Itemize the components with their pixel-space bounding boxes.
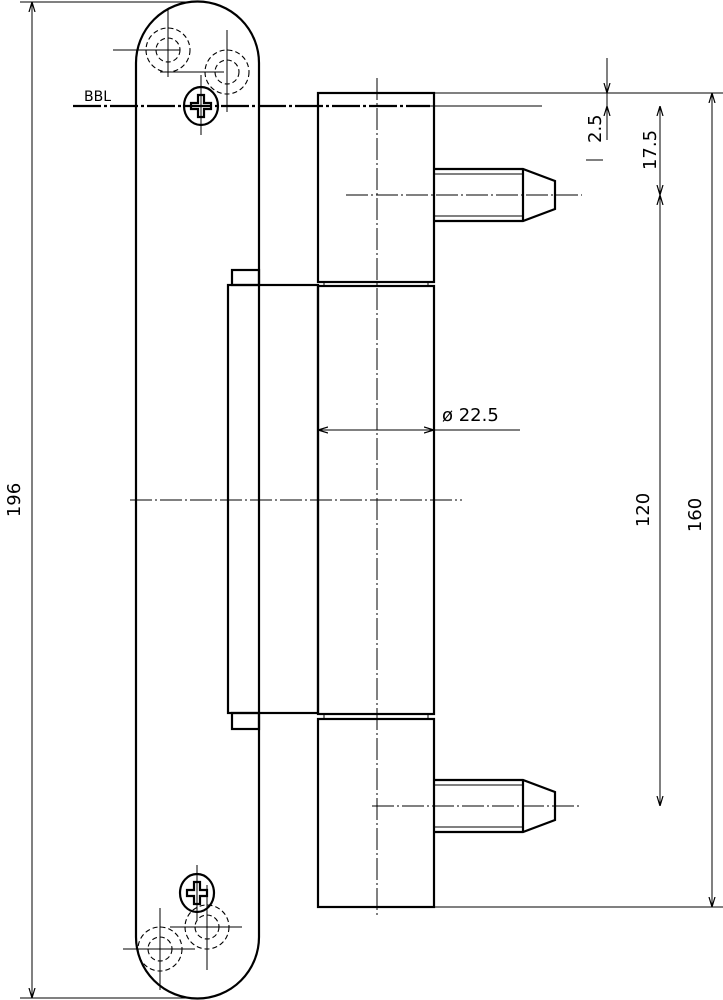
dimension-17-5: 17.5 — [640, 106, 661, 195]
dimension-120: 120 — [633, 195, 660, 806]
svg-text:196: 196 — [4, 483, 25, 517]
bbl-label: BBL — [84, 89, 111, 105]
svg-text:2.5: 2.5 — [585, 114, 606, 143]
top-screw-icon — [182, 75, 220, 135]
svg-text:ø 22.5: ø 22.5 — [442, 405, 499, 426]
svg-text:160: 160 — [685, 498, 706, 532]
hidden-holes-bottom — [123, 885, 242, 990]
bottom-screw-icon — [178, 865, 216, 920]
hidden-holes-top — [113, 10, 250, 112]
dimension-160: 160 — [434, 92, 723, 908]
dimension-196: 196 — [4, 1, 197, 999]
svg-text:120: 120 — [633, 493, 654, 527]
svg-text:17.5: 17.5 — [640, 130, 661, 170]
hinge-plate — [134, 0, 261, 1000]
dimension-2-5: 2.5 — [585, 58, 607, 161]
upper-pin — [434, 167, 557, 223]
dimension-diameter: ø 22.5 — [318, 405, 520, 430]
